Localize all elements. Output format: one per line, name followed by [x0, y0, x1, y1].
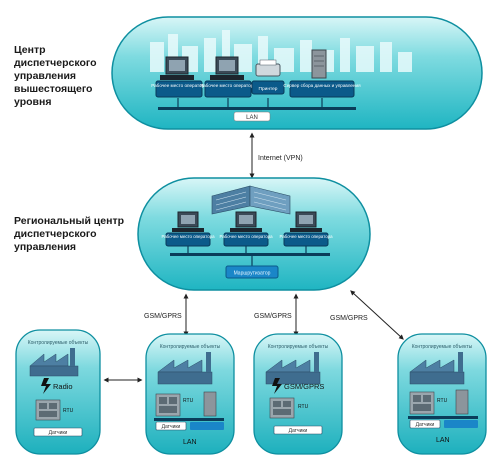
factory-icon	[409, 352, 465, 385]
controlled-object-3: Контролируемые объекты GSM/GPRS RTU Датч…	[253, 333, 343, 455]
top-station-label-1: Рабочее место оператора	[151, 83, 207, 88]
server-icon	[203, 391, 217, 417]
factory-icon	[265, 352, 321, 385]
vpn-link-label: Internet (VPN)	[258, 155, 303, 162]
gsm-link-right-label: GSM/GPRS	[330, 315, 368, 322]
top-center-node: LAN Рабочее место оператора Рабочее мест…	[111, 16, 483, 130]
top-printer-label: Принтер	[259, 86, 278, 92]
rtu-cabinet-icon	[269, 397, 295, 419]
gsm-link-mid-label: GSM/GPRS	[254, 313, 292, 320]
factory-icon	[29, 348, 79, 377]
server-icon	[455, 389, 469, 415]
server-icon	[311, 49, 327, 79]
top-printer: Принтер	[251, 59, 285, 107]
lightning-icon	[272, 378, 282, 394]
regional-station-label-2: Рабочее место оператора	[219, 234, 273, 239]
top-server-label: Сервер сбора данных и управления	[283, 83, 361, 88]
top-station-label-2: Рабочее место оператора	[200, 83, 256, 88]
controlled-object-2: Контролируемые объекты RTU Датчики LAN	[145, 333, 235, 455]
controlled-object-4: Контролируемые объекты RTU Датчики LAN	[397, 333, 487, 455]
object-1-comm: Radio	[53, 382, 73, 391]
object-3-sensors: Датчики	[289, 428, 308, 434]
gsm-link-left-label: GSM/GPRS	[144, 313, 182, 320]
regional-station-label-3: Рабочее место оператора	[279, 234, 333, 239]
top-center-label: Центр диспетчерского управления вышестоя…	[14, 44, 97, 108]
regional-workstation-2: Рабочее место оператора	[219, 211, 273, 253]
object-3-title: Контролируемые объекты	[268, 344, 329, 350]
lightning-icon	[41, 378, 51, 394]
regional-center-node: Рабочее место оператора Рабочее место оп…	[137, 177, 371, 291]
building-icon	[211, 185, 291, 215]
regional-workstation-3: Рабочее место оператора	[279, 211, 333, 253]
keyboard-icon	[160, 75, 194, 80]
controlled-object-1: Контролируемые объекты Radio RTU Датчики	[15, 329, 101, 455]
top-lan-label: LAN	[246, 115, 258, 121]
object-1-sensors: Датчики	[49, 430, 68, 436]
object-1-rtu: RTU	[63, 408, 74, 414]
object-4-title: Контролируемые объекты	[412, 344, 473, 350]
object-2-lan: LAN	[183, 439, 197, 446]
top-server: Сервер сбора данных и управления	[283, 49, 361, 107]
object-2-sensors: Датчики	[162, 424, 181, 430]
router: Маршрутизатор	[225, 265, 279, 279]
rtu-cabinet-icon	[155, 393, 181, 417]
object-4-rtu: RTU	[437, 398, 448, 404]
gsm-link-right	[350, 290, 404, 340]
object-1-title: Контролируемые объекты	[28, 340, 89, 346]
rtu-cabinet-icon	[35, 399, 61, 421]
router-label: Маршрутизатор	[234, 271, 271, 277]
printer-icon	[255, 63, 281, 77]
regional-center-label: Региональный центр диспетчерского управл…	[14, 215, 125, 253]
object-2-title: Контролируемые объекты	[160, 344, 221, 350]
regional-station-label-1: Рабочее место оператора	[161, 234, 215, 239]
object-2-rtu: RTU	[183, 398, 194, 404]
object-3-comm: GSM/GPRS	[284, 382, 324, 391]
top-workstation-1: Рабочее место оператора	[151, 56, 207, 107]
factory-icon	[157, 352, 213, 385]
object-3-rtu: RTU	[298, 404, 309, 410]
object-4-lan: LAN	[436, 437, 450, 444]
rtu-cabinet-icon	[409, 391, 435, 415]
regional-workstation-1: Рабочее место оператора	[161, 211, 215, 253]
object-4-sensors: Датчики	[416, 422, 435, 428]
top-workstation-2: Рабочее место оператора	[200, 56, 256, 107]
lan-tag	[233, 111, 271, 122]
